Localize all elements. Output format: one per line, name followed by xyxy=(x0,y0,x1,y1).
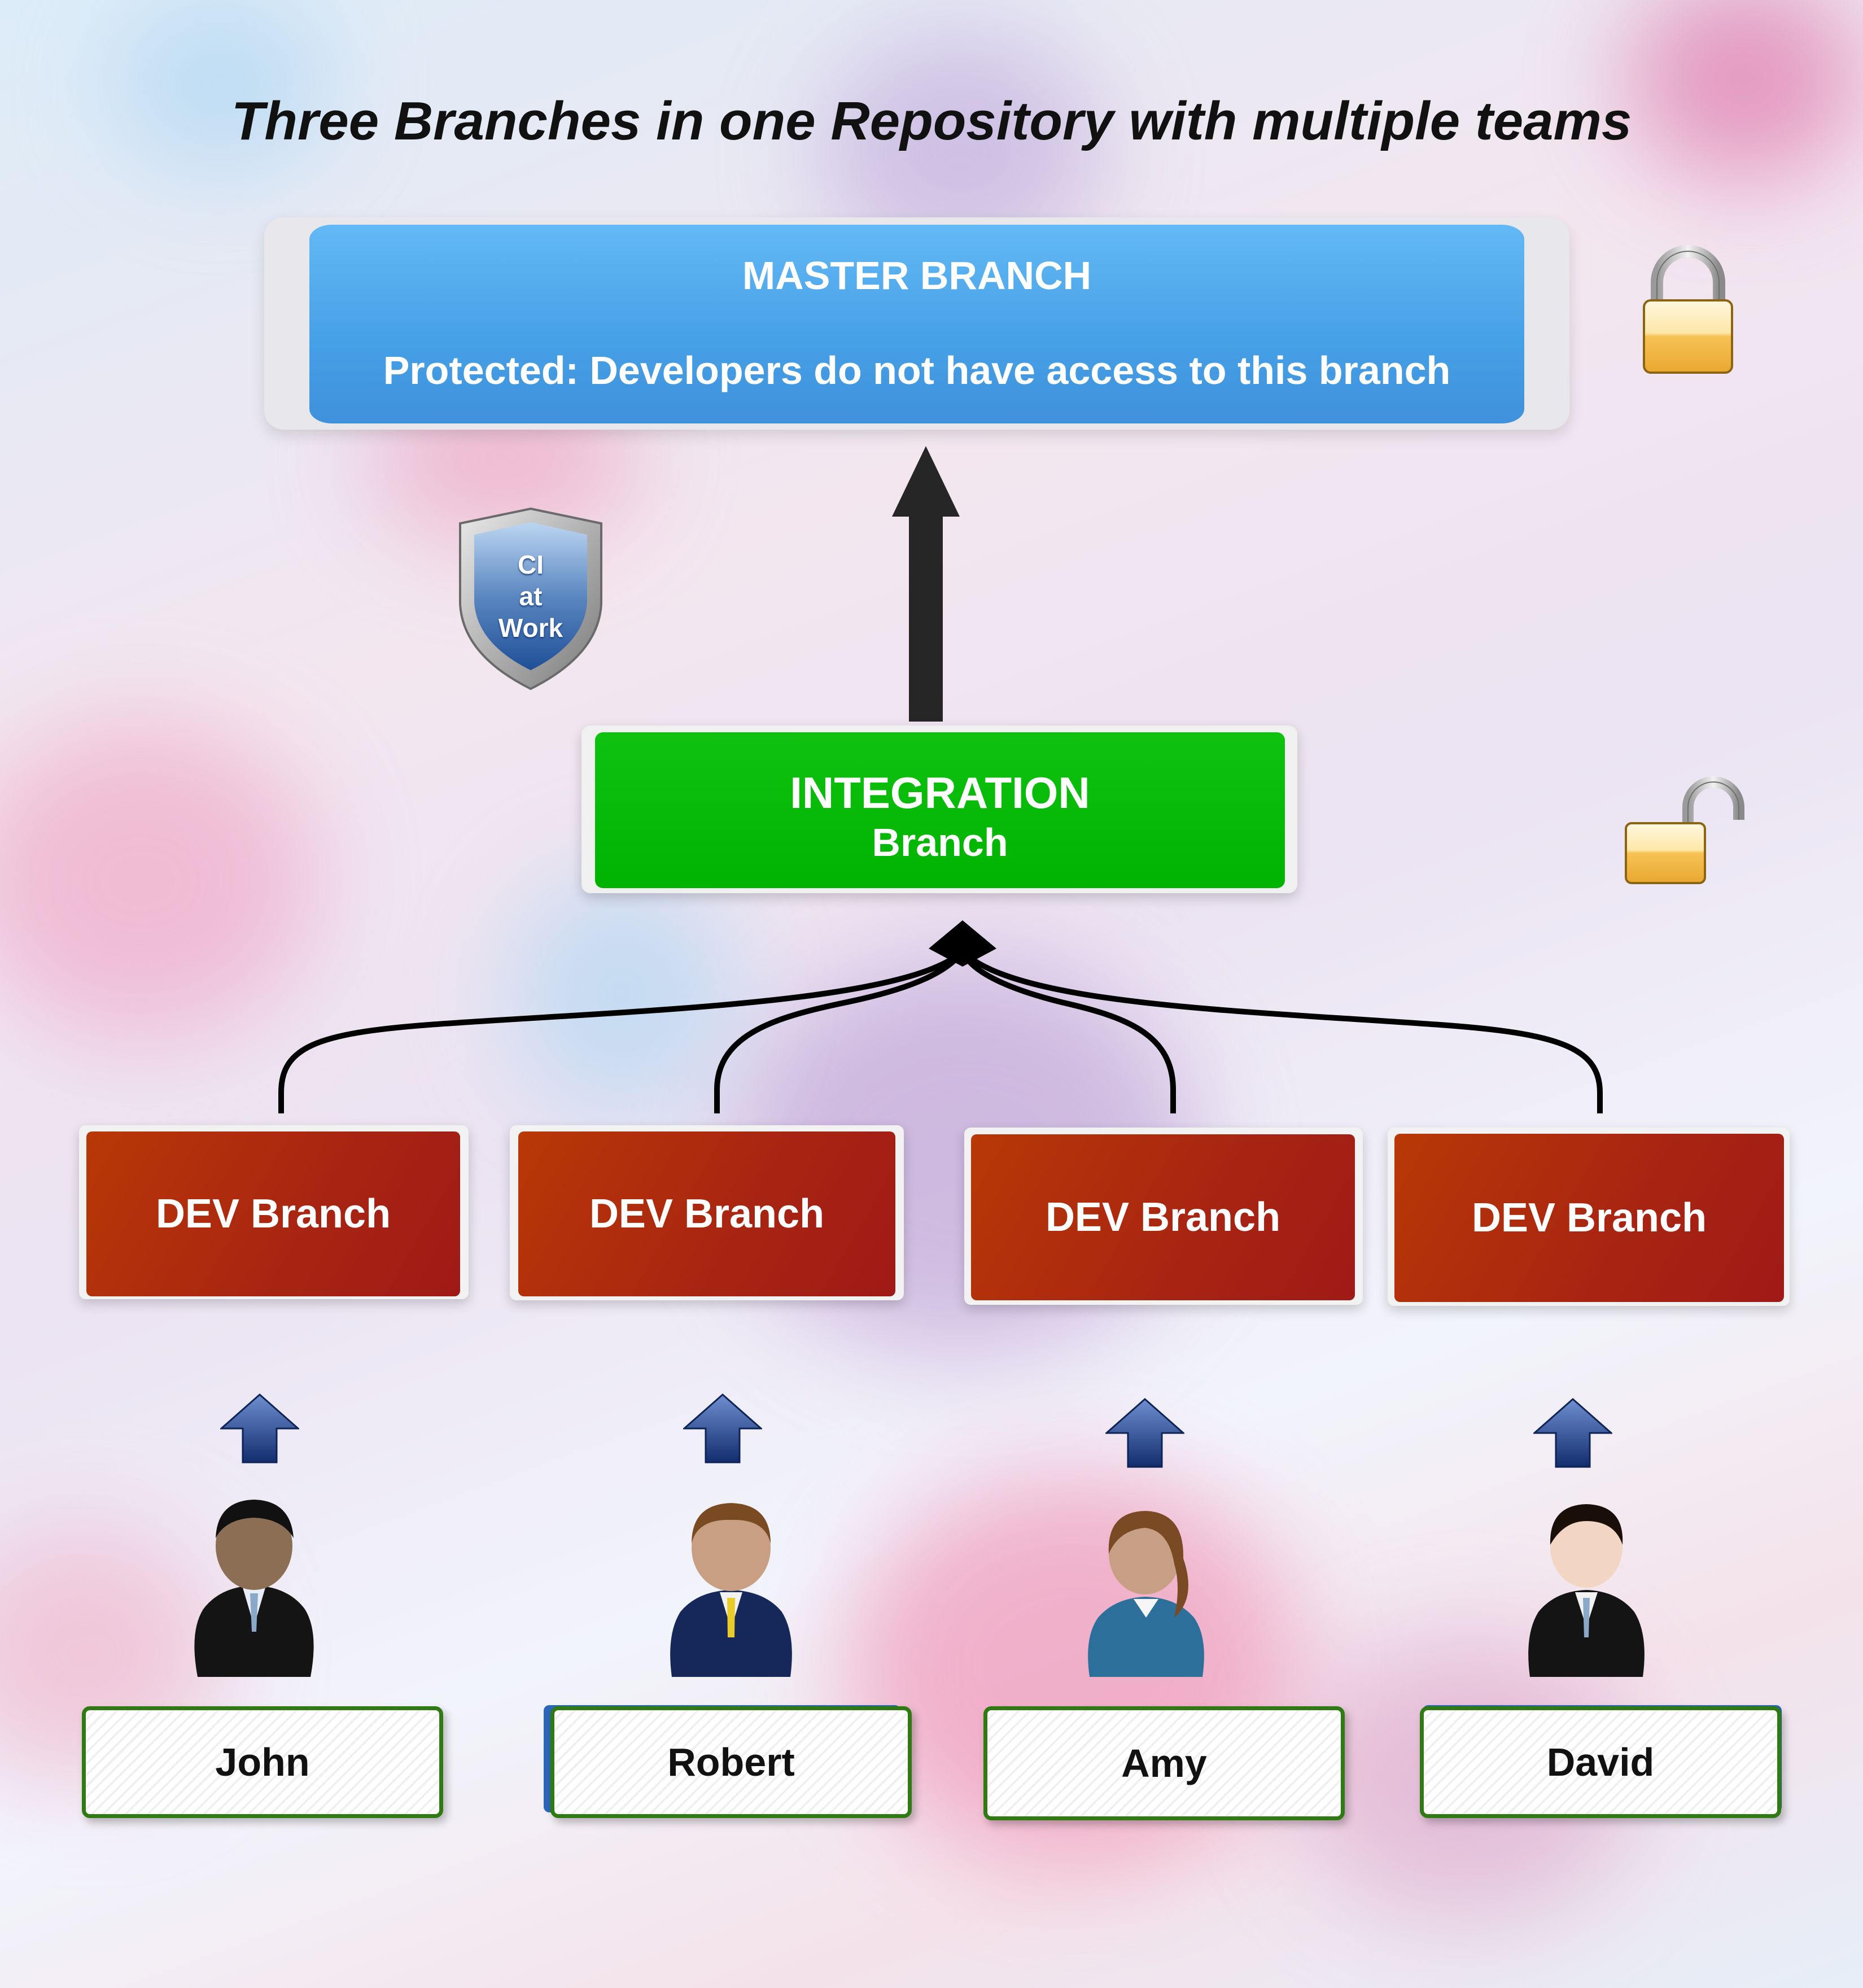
developer-name-david: David xyxy=(1420,1706,1781,1818)
push-arrow-icon xyxy=(1533,1397,1612,1468)
master-branch-subtitle: Protected: Developers do not have access… xyxy=(383,348,1451,392)
person-icon xyxy=(670,1503,792,1677)
developer-name-robert: Robert xyxy=(550,1706,912,1818)
ci-badge-line-2: at xyxy=(519,582,543,611)
master-branch-box[interactable]: MASTER BRANCH Protected: Developers do n… xyxy=(309,225,1524,423)
person-icon xyxy=(1528,1504,1645,1677)
person-icon xyxy=(1088,1511,1204,1677)
diagram-title: Three Branches in one Repository with mu… xyxy=(231,91,1632,151)
person-icon xyxy=(194,1500,314,1677)
locked-padlock-icon xyxy=(1643,245,1733,374)
unlocked-padlock-icon xyxy=(1625,776,1744,884)
developer-name-john: John xyxy=(82,1706,443,1818)
dev-branch-4[interactable]: DEV Branch xyxy=(1394,1134,1784,1302)
ci-badge-line-1: CI xyxy=(518,550,544,579)
dev-branch-1[interactable]: DEV Branch xyxy=(86,1131,460,1296)
merge-connectors xyxy=(278,920,1603,1113)
developer-name-amy: Amy xyxy=(983,1706,1345,1820)
ci-badge-text: CI at Work xyxy=(474,549,587,644)
push-arrow-icon xyxy=(220,1393,299,1463)
push-arrow-icon xyxy=(683,1393,762,1463)
shield-icon xyxy=(459,507,602,691)
master-branch-title: MASTER BRANCH xyxy=(742,254,1092,298)
dev-branch-2[interactable]: DEV Branch xyxy=(518,1131,895,1296)
dev-branch-3[interactable]: DEV Branch xyxy=(971,1134,1355,1300)
integration-branch-box[interactable]: INTEGRATION Branch xyxy=(595,732,1285,888)
integration-branch-subtitle: Branch xyxy=(872,820,1008,864)
promote-arrow-icon xyxy=(892,446,960,722)
ci-badge-line-3: Work xyxy=(498,613,563,643)
push-arrow-icon xyxy=(1105,1397,1184,1468)
integration-branch-title: INTEGRATION xyxy=(790,768,1090,818)
